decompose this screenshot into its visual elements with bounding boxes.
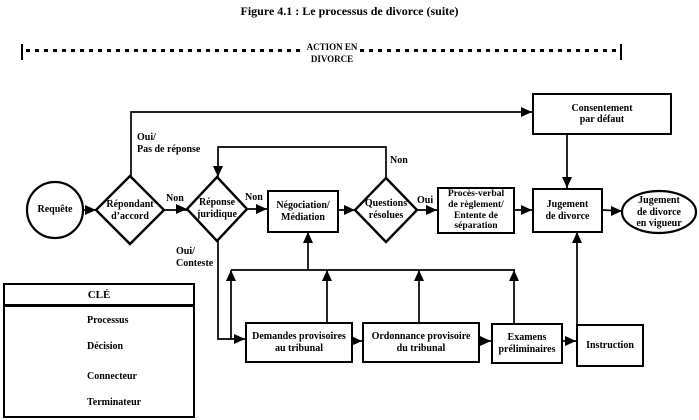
edge-label-oui-questions: Oui xyxy=(417,195,434,206)
arrow-into-vigueur xyxy=(611,206,622,216)
arrow-examens-into-bus xyxy=(509,270,519,281)
arrow-ordonnance-into-bus xyxy=(414,270,424,281)
node-shapes xyxy=(25,174,698,246)
arrow-into-examens xyxy=(480,336,491,346)
arrow-demandes-into-bus xyxy=(322,270,332,281)
questions-decision-shape xyxy=(353,176,419,244)
arrow-into-questions xyxy=(344,205,355,215)
band-right-tick xyxy=(620,44,622,60)
figure-title: Figure 4.1 : Le processus de divorce (su… xyxy=(240,4,459,18)
requete-connector-shape xyxy=(25,180,85,240)
legend-item-decision: Décision xyxy=(87,341,124,352)
node-instruction: Instruction xyxy=(576,324,644,367)
band-dotted-line-left xyxy=(26,49,302,52)
arrow-into-repondant xyxy=(85,205,96,215)
arrow-into-jugement-top xyxy=(562,177,572,188)
node-jugement-de-divorce: Jugement de divorce xyxy=(532,188,603,233)
arrow-into-proces xyxy=(426,205,437,215)
band-label: ACTION EN DIVORCE xyxy=(306,42,358,64)
node-proces-verbal: Procès-verbal de règlement/ Entente de s… xyxy=(437,187,515,234)
legend-item-terminateur: Terminateur xyxy=(87,397,142,408)
arrow-into-jugement-bottom xyxy=(572,232,582,243)
arrow-into-reponse xyxy=(176,204,187,214)
node-negociation-mediation: Négociation/ Médiation xyxy=(267,190,339,233)
node-ordonnance-provisoire: Ordonnance provisoire du tribunal xyxy=(362,322,480,363)
node-reponse-juridique-label: Réponse juridique xyxy=(196,197,237,220)
band-dotted-line-right xyxy=(360,49,618,52)
legend-item-processus: Processus xyxy=(87,315,129,326)
edge-repondant-consentement xyxy=(130,111,532,176)
arrow-into-demandes xyxy=(234,334,245,344)
vigueur-terminator-shape xyxy=(620,189,698,235)
arrow-into-jugement-left xyxy=(521,205,532,215)
node-consentement-par-defaut: Consentement par défaut xyxy=(532,93,672,135)
legend-separator xyxy=(3,304,195,307)
node-demandes-provisoires: Demandes provisoires au tribunal xyxy=(245,322,353,363)
repondant-decision-shape xyxy=(94,174,166,246)
node-requete-label: Requête xyxy=(37,204,73,215)
arrow-into-instruction xyxy=(565,336,576,346)
node-examens-preliminaires: Examens préliminaires xyxy=(491,323,563,364)
arrow-conteste-into-bus xyxy=(226,270,236,281)
node-questions-resolues-label: Questions résolues xyxy=(364,198,408,221)
arrow-into-negociation xyxy=(256,204,267,214)
band-left-tick xyxy=(21,44,23,60)
edge-label-oui-pas-de-reponse: Oui/ Pas de réponse xyxy=(137,132,201,155)
legend-item-connecteur: Connecteur xyxy=(87,371,137,382)
edge-questions-non-feedback xyxy=(217,146,387,178)
edge-label-non-questions: Non xyxy=(390,155,408,166)
edge-label-non-repondant: Non xyxy=(166,193,184,204)
edge-label-oui-conteste: Oui/ Conteste xyxy=(176,246,214,269)
arrowheads xyxy=(85,107,622,346)
arrow-into-reponse-top xyxy=(213,166,223,177)
reponse-decision-shape xyxy=(185,175,249,243)
node-jugement-vigueur-label: Jugement de divorce en vigueur xyxy=(636,195,682,229)
node-repondant-label: Répondant d’accord xyxy=(106,199,154,222)
arrow-into-consentement xyxy=(521,107,532,117)
legend-header: CLÉ xyxy=(87,289,111,301)
arrow-into-ordonnance xyxy=(351,336,362,346)
arrow-into-negociation-bottom xyxy=(303,232,313,243)
edge-label-non-reponse: Non xyxy=(245,192,263,203)
